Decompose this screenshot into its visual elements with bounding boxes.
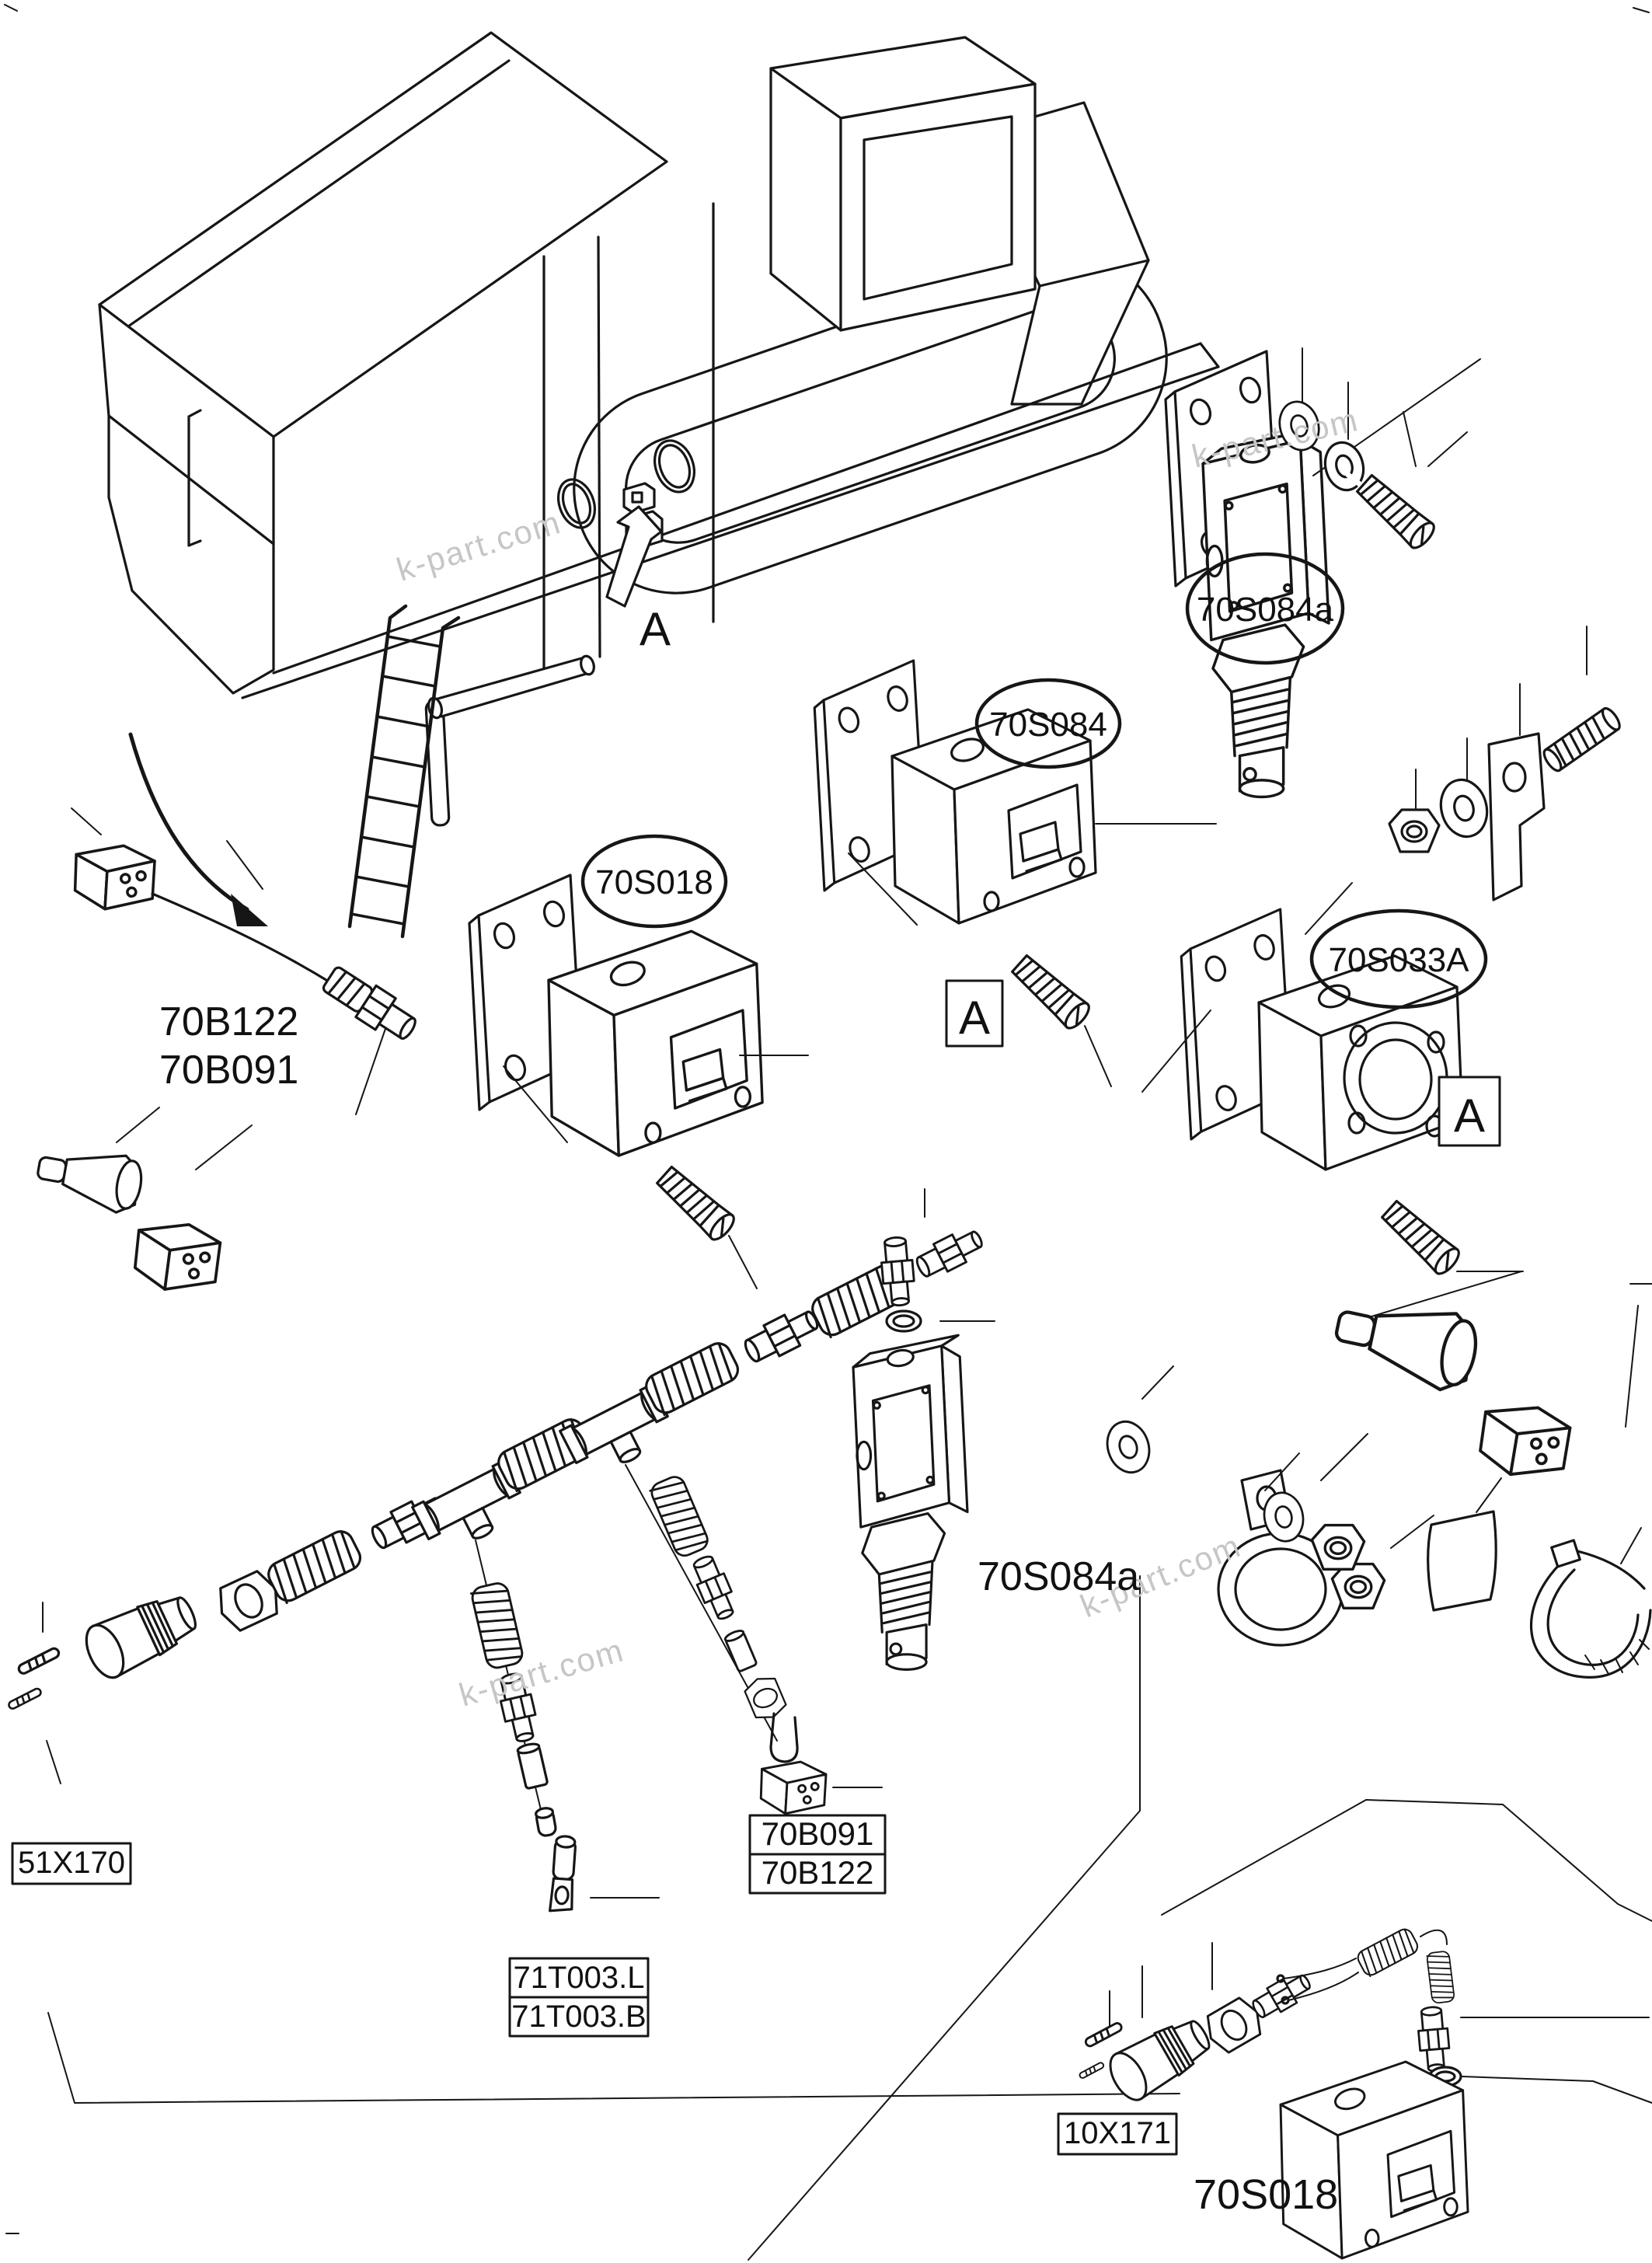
- part-number: 71T003.B: [511, 2000, 646, 2034]
- bracket-hardware-group: [1388, 626, 1624, 901]
- callout-oval-70s084: 70S084: [974, 678, 1122, 769]
- label-box-51x170: 51X170: [11, 1842, 132, 1885]
- engine-hood: [98, 31, 668, 695]
- boot-connector-left: [32, 1107, 253, 1299]
- bottom-right-detail: [47, 1575, 1652, 2261]
- handrail: [187, 409, 202, 547]
- part-number-70s084a-mid: 70S084a: [978, 1554, 1139, 1599]
- corner-tick-marks: [4, 4, 1650, 2234]
- z-bracket: [1487, 732, 1546, 901]
- handhole-ovals: [557, 439, 695, 529]
- part-number: 70S033A: [1328, 941, 1469, 979]
- cable-tie: [1530, 1539, 1652, 1679]
- deck-edge: [241, 342, 1220, 699]
- label-box-71t003l: 71T003.L: [508, 1957, 650, 1999]
- part-number: 70B122: [762, 1854, 874, 1891]
- excavator-overview-drawing: [98, 31, 1220, 939]
- sensor-cable-70b122: [69, 807, 416, 1115]
- label-box-71t003b: 71T003.B: [508, 1996, 650, 2038]
- part-number-70s018-bottom: 70S018: [1194, 2171, 1338, 2218]
- assembly-70s033a: [1141, 882, 1524, 1279]
- view-marker-letter: A: [959, 992, 990, 1044]
- cab: [769, 36, 1037, 332]
- label-box-10x171: 10X171: [1057, 2112, 1178, 2156]
- view-a-arrow: [605, 505, 663, 608]
- assembly-70s084: [813, 659, 1217, 1087]
- assembly-70s018-mid: [468, 873, 809, 1289]
- label-box-70b091: 70B091: [748, 1814, 887, 1856]
- part-number: 70S084a: [1197, 591, 1334, 629]
- label-box-70b122: 70B122: [748, 1853, 887, 1895]
- boot-connector-right-group: [1258, 1271, 1652, 1679]
- chain-branch-connector: [625, 1464, 883, 1819]
- view-marker-a-machine: A: [640, 603, 671, 655]
- view-marker-a-70s033a: A: [1438, 1076, 1501, 1147]
- chain-branch-ring-terminal: [469, 1539, 660, 1914]
- watermark-text: k-part.com: [455, 1631, 629, 1713]
- hydraulic-cylinder: [427, 654, 595, 720]
- callout-oval-70s084a: 70S084a: [1185, 552, 1345, 665]
- part-number: 71T003.L: [513, 1961, 644, 1995]
- callout-labels: 70S084a 70S084 70S018 70S033A A A A 70B1…: [11, 552, 1501, 2218]
- thermo-sensor: [322, 966, 416, 1040]
- watermark-text: k-part.com: [392, 504, 566, 588]
- part-number: 70B091: [762, 1815, 874, 1852]
- part-number: 51X170: [18, 1846, 125, 1880]
- curved-locator-arrow: [128, 732, 268, 926]
- part-number-70b091-left: 70B091: [159, 1048, 298, 1093]
- callout-oval-70s033a: 70S033A: [1309, 908, 1488, 1009]
- wire-leads: [1276, 1929, 1448, 2005]
- part-number: 10X171: [1064, 2116, 1171, 2150]
- callout-oval-70s018: 70S018: [580, 834, 728, 929]
- access-ladder: [347, 604, 461, 939]
- adhesive-strip: [1427, 1510, 1497, 1612]
- view-marker-letter: A: [1454, 1090, 1485, 1142]
- hose-fitting-chain: [6, 1222, 988, 1914]
- part-number-70b122-left: 70B122: [159, 999, 298, 1044]
- part-number: 70S018: [595, 863, 713, 901]
- bulkhead-panels: [542, 202, 715, 682]
- assembly-70s084a-top: [1164, 347, 1481, 799]
- part-number: 70S084: [989, 706, 1107, 744]
- view-marker-a-70s084: A: [945, 979, 1004, 1048]
